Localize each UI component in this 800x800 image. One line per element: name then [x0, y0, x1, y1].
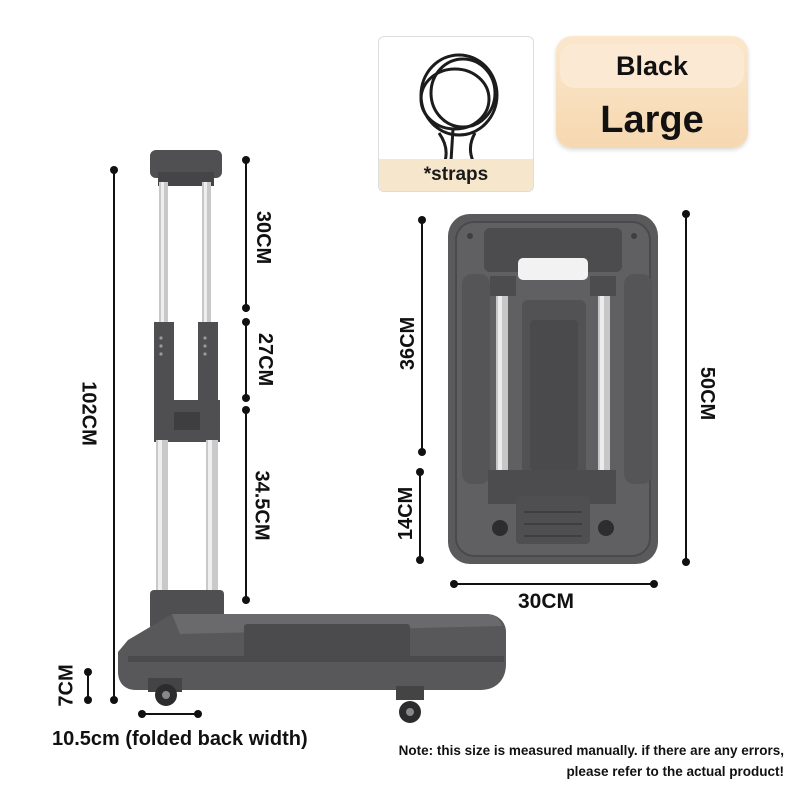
- dimension-folded-bottom: 14CM: [395, 486, 418, 541]
- measurement-note: Note: this size is measured manually. if…: [398, 743, 784, 779]
- dimension-base-height: 7CM: [55, 664, 78, 707]
- dimension-total-height: 102CM: [77, 381, 100, 446]
- dimension-folded-inner: 36CM: [397, 316, 420, 371]
- dimension-folded-width: 30CM: [518, 590, 575, 613]
- variant-color-label: Black: [560, 44, 744, 88]
- folded-back-width-label: 10.5cm (folded back width): [52, 728, 308, 750]
- dimension-handle-top: 30CM: [252, 210, 275, 265]
- dimension-folded-height: 50CM: [696, 366, 719, 421]
- variant-size-label: Large: [600, 99, 704, 141]
- dimension-handle-mid: 27CM: [254, 332, 277, 387]
- dimension-handle-low: 34.5CM: [250, 470, 273, 541]
- variant-tag: Black Large: [556, 36, 748, 148]
- straps-icon: [419, 53, 499, 161]
- straps-accessory-card: *straps: [378, 36, 534, 192]
- straps-label: *straps: [379, 159, 533, 191]
